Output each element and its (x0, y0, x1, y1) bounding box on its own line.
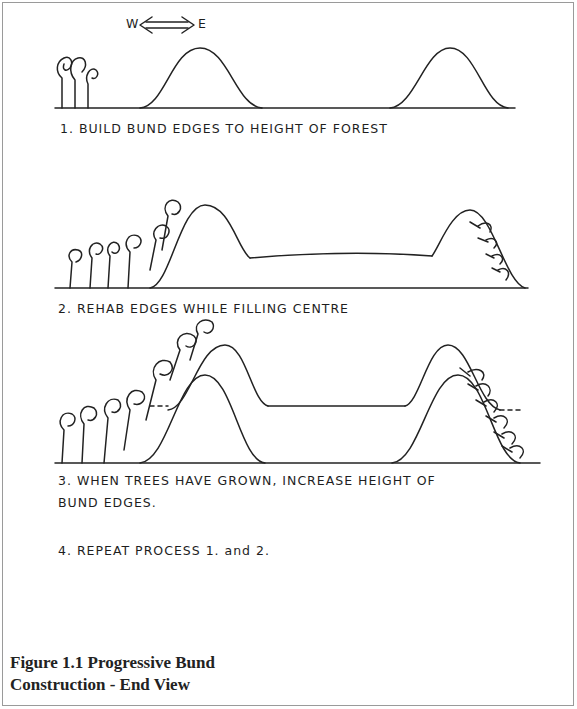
step-note: 4. REPEAT PROCESS 1. and 2. (58, 540, 538, 562)
compass-west: W (126, 13, 156, 35)
step2-sketch (55, 200, 528, 288)
direction-arrow (140, 17, 194, 33)
step1-sketch (55, 48, 515, 108)
frame (3, 3, 574, 706)
step-note: 3. WHEN TREES HAVE GROWN, INCREASE HEIGH… (58, 470, 438, 514)
step3-sketch (55, 320, 540, 463)
figure-caption: Figure 1.1 Progressive Bund Construction… (10, 652, 310, 696)
compass-east: E (198, 13, 228, 35)
step-note: 1. BUILD BUND EDGES TO HEIGHT OF FOREST (60, 118, 540, 140)
step-note: 2. REHAB EDGES WHILE FILLING CENTRE (58, 298, 538, 320)
